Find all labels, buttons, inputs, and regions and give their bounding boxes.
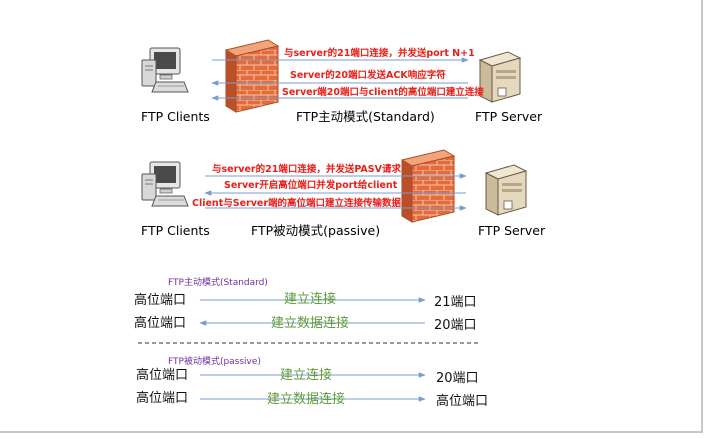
summary-passive-row2-label: 建立数据连接 bbox=[267, 391, 345, 407]
summary-active-row2-label: 建立数据连接 bbox=[271, 315, 349, 331]
summary-passive: FTP被动模式(passive) 高位端口 建立连接 20端口 高位端口 建立数… bbox=[136, 355, 488, 409]
active-message-2: Server的20端口发送ACK响应字符 bbox=[290, 69, 446, 81]
summary-passive-row1-label: 建立连接 bbox=[280, 367, 332, 383]
passive-server-label: FTP Server bbox=[478, 223, 546, 238]
summary-active-row2-right: 20端口 bbox=[434, 318, 477, 333]
passive-message-1: 与server的21端口连接，并发送PASV请求 bbox=[212, 163, 401, 175]
summary-active-title: FTP主动模式(Standard) bbox=[168, 276, 268, 288]
active-message-3: Server端20端口与client的高位端口建立连接 bbox=[282, 86, 484, 98]
summary-passive-row1-left: 高位端口 bbox=[136, 367, 188, 383]
passive-message-3: Client与Server端的高位端口建立连接传输数据 bbox=[192, 197, 402, 209]
summary-passive-title: FTP被动模式(passive) bbox=[168, 355, 261, 367]
active-client-label: FTP Clients bbox=[141, 109, 210, 124]
passive-client-label: FTP Clients bbox=[141, 223, 210, 238]
active-message-1: 与server的21端口连接，并发送port N+1 bbox=[284, 47, 475, 59]
passive-section: FTP Clients FTP Server FTP被动模式(passive) … bbox=[141, 149, 546, 238]
active-mode-label: FTP主动模式(Standard) bbox=[296, 109, 435, 124]
summary-passive-row2-right: 高位端口 bbox=[436, 393, 488, 409]
summary-active: FTP主动模式(Standard) 高位端口 建立连接 21端口 高位端口 建立… bbox=[134, 276, 477, 333]
summary-passive-row2-left: 高位端口 bbox=[136, 390, 188, 406]
summary-active-row1-left: 高位端口 bbox=[134, 292, 186, 308]
passive-mode-label: FTP被动模式(passive) bbox=[251, 223, 380, 238]
summary-passive-row1-right: 20端口 bbox=[436, 371, 479, 386]
active-section: FTP Clients FTP Server FTP主动模式(Standard)… bbox=[141, 39, 543, 124]
active-server-label: FTP Server bbox=[475, 109, 543, 124]
passive-message-2: Server开启高位端口并发port给client bbox=[224, 179, 398, 191]
summary-active-row2-left: 高位端口 bbox=[134, 315, 186, 331]
summary-active-row1-right: 21端口 bbox=[434, 295, 477, 310]
summary-active-row1-label: 建立连接 bbox=[284, 291, 336, 307]
